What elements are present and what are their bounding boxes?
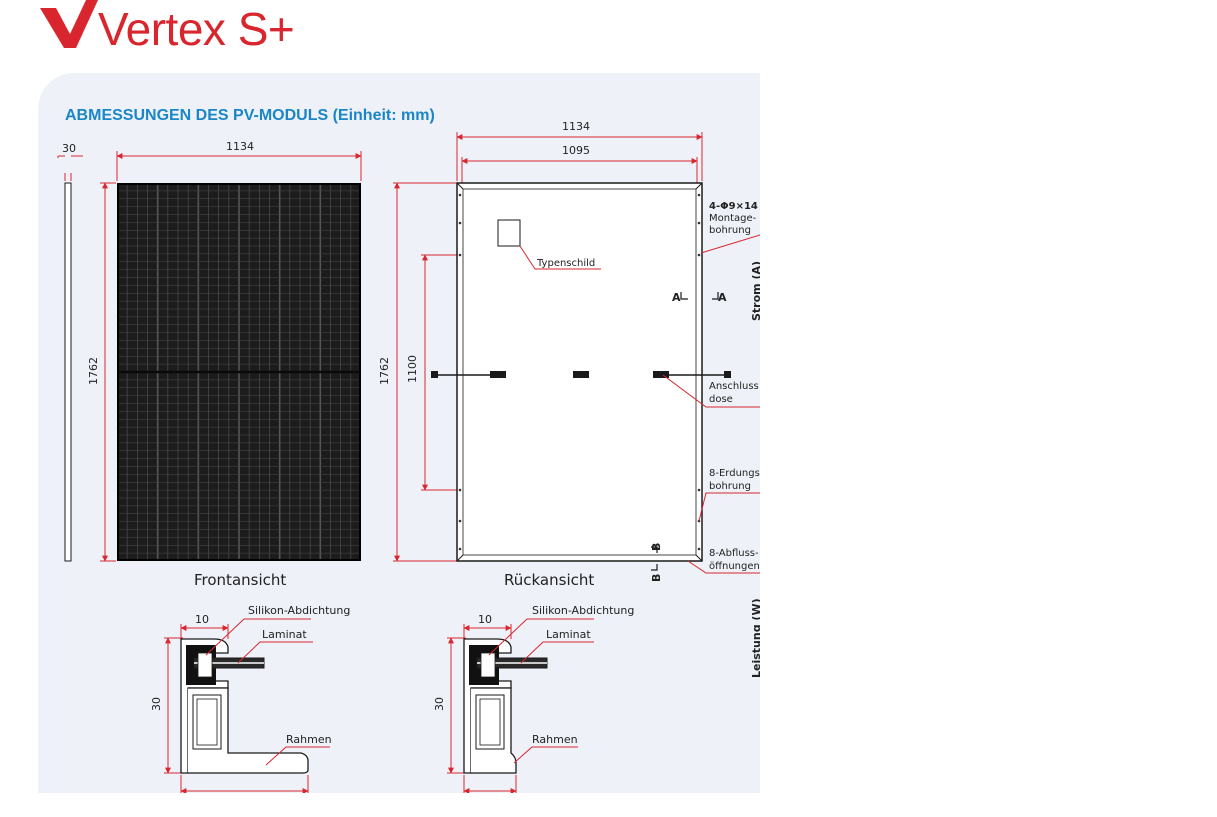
ground-label-2: bohrung xyxy=(709,481,751,492)
front-height-dim: 1762 xyxy=(87,357,100,385)
junction-label-2: dose xyxy=(709,394,733,405)
current-axis-label: Strom (A) xyxy=(750,261,760,321)
frame-profile-a: 10 30 Silikon-Abdichtung Laminat Rahmen xyxy=(150,604,350,793)
drain-label-2: öffnungen xyxy=(709,561,760,572)
back-view-label: Rückansicht xyxy=(504,571,594,589)
mount-label-2: bohrung xyxy=(709,225,751,236)
junction-label-1: Anschluss xyxy=(709,381,759,392)
profile-a-width-dim: 10 xyxy=(195,613,209,626)
side-view: 30 xyxy=(57,142,83,562)
module-drawing: 30 1134 1762 Frontansicht 1134 1095 xyxy=(57,120,760,793)
profile-b-height-dim: 30 xyxy=(433,697,446,711)
section-a-right: A xyxy=(718,291,727,304)
profile-b-frame-label: Rahmen xyxy=(532,733,578,746)
power-axis-label: Leistung (W) xyxy=(750,598,760,678)
profile-a-frame-label: Rahmen xyxy=(286,733,332,746)
frame-profile-b: 10 30 Silikon-Abdichtung Laminat Rahmen xyxy=(433,604,634,793)
front-view: 1134 1762 Frontansicht xyxy=(87,140,362,589)
brand-wordmark: Vertex S+ xyxy=(98,3,295,55)
front-width-dim: 1134 xyxy=(226,140,254,153)
drain-label-1: 8-Abfluss- xyxy=(709,548,759,559)
profile-b-laminate-label: Laminat xyxy=(546,628,591,641)
profile-b-width-dim: 10 xyxy=(478,613,492,626)
junction-boxes xyxy=(431,371,731,378)
back-mount-spacing-dim: 1100 xyxy=(406,355,419,383)
dimensions-panel: ABMESSUNGEN DES PV-MODULS (Einheit: mm) … xyxy=(38,73,760,793)
front-cell-grid xyxy=(117,183,361,561)
section-b-bottom: B xyxy=(650,574,663,582)
back-view: 1134 1095 1762 1100 xyxy=(378,120,760,589)
front-thickness-dim: 30 xyxy=(62,142,76,155)
profile-a-laminate-label: Laminat xyxy=(262,628,307,641)
profile-a-height-dim: 30 xyxy=(150,697,163,711)
ground-label-1: 8-Erdungs xyxy=(709,468,760,479)
mount-spec-label: 4-Φ9×14 xyxy=(709,201,758,212)
front-view-label: Frontansicht xyxy=(194,571,286,589)
vertex-v-logo-mark xyxy=(40,0,98,48)
section-title: ABMESSUNGEN DES PV-MODULS (Einheit: mm) xyxy=(65,107,435,124)
mount-label-1: Montage- xyxy=(709,213,757,224)
section-a-left: A xyxy=(672,291,681,304)
back-width-inner-dim: 1095 xyxy=(562,144,590,157)
typenschild-label: Typenschild xyxy=(536,258,595,269)
front-frame-outline xyxy=(117,183,361,561)
back-height-dim: 1762 xyxy=(378,357,391,385)
back-width-total-dim: 1134 xyxy=(562,120,590,133)
profile-b-seal-label: Silikon-Abdichtung xyxy=(532,604,634,617)
profile-a-seal-label: Silikon-Abdichtung xyxy=(248,604,350,617)
